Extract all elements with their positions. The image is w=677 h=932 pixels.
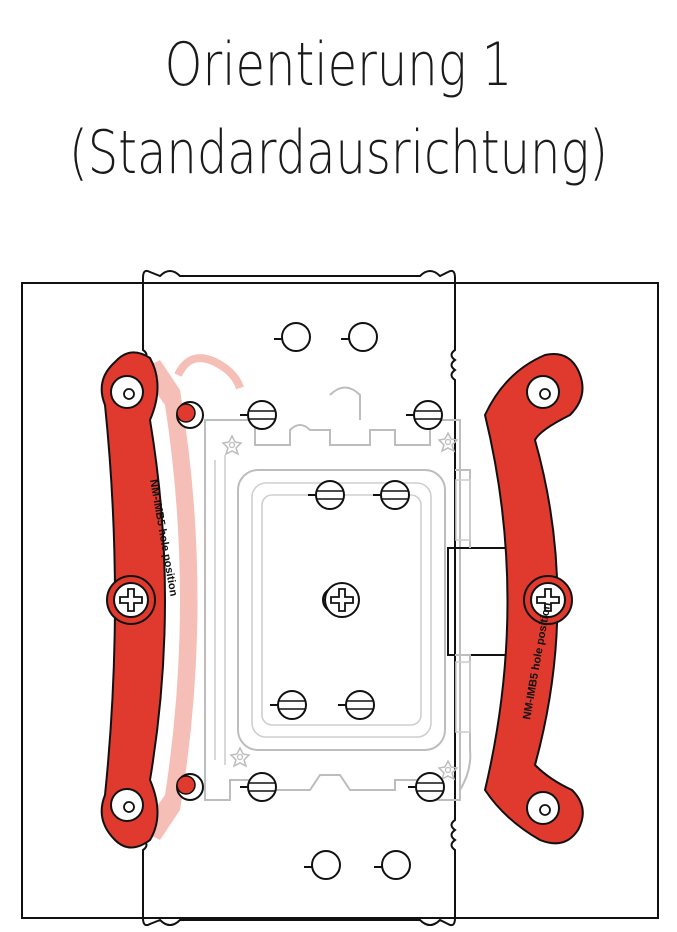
diagram-title-line1: Orientierung 1 bbox=[164, 30, 513, 100]
standoff-icon bbox=[110, 375, 144, 409]
thumb-screw-icon bbox=[239, 772, 277, 802]
cross-screw-icon bbox=[324, 582, 360, 618]
standoff-icon bbox=[303, 850, 341, 880]
diagram-title-line2: (Standardausrichtung) bbox=[68, 118, 609, 188]
standoff-icon bbox=[373, 850, 411, 880]
thumb-screw-icon bbox=[269, 690, 307, 720]
standoff-icon bbox=[273, 322, 311, 352]
thumb-screw-icon bbox=[372, 480, 410, 510]
thumb-screw-icon bbox=[307, 480, 345, 510]
cross-screw-icon bbox=[113, 582, 149, 618]
standoff-icon bbox=[526, 791, 560, 825]
standoff-icon bbox=[340, 322, 378, 352]
thumb-screw-icon bbox=[407, 772, 445, 802]
thumb-screw-icon bbox=[239, 400, 277, 430]
red-screw bbox=[176, 401, 204, 801]
faded-bracket-left bbox=[140, 354, 244, 840]
standoff-icon bbox=[526, 375, 560, 409]
motherboard-outline bbox=[21, 282, 659, 919]
thumb-screw-icon bbox=[337, 690, 375, 720]
thumb-screw-icon bbox=[405, 400, 443, 430]
standoff-icon bbox=[110, 788, 144, 822]
